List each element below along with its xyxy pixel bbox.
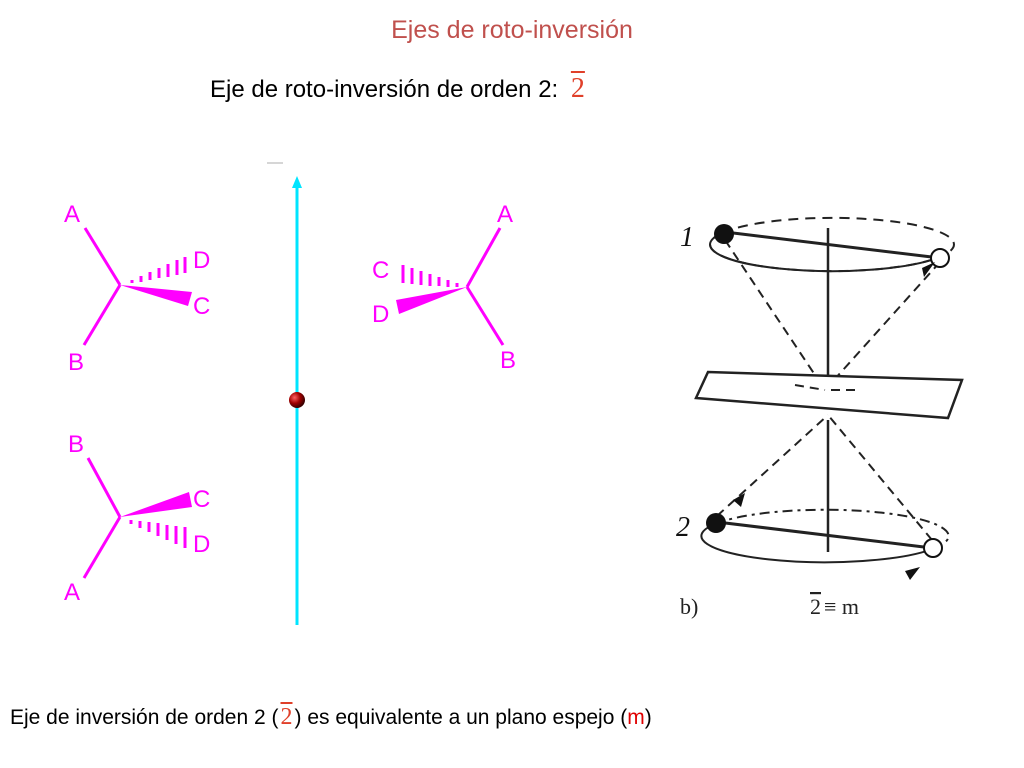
slide-title: Ejes de roto-inversión xyxy=(391,16,633,44)
equivalence-rest: ≡ m xyxy=(824,594,859,619)
label-b: B xyxy=(68,431,84,458)
molecule-bottom-left: B A C D xyxy=(64,431,210,606)
rotoinversion-symbol: 2 xyxy=(570,73,585,104)
label-d: D xyxy=(372,301,389,328)
mirror-plane-symbol: m xyxy=(627,706,645,729)
point-1-label: 1 xyxy=(680,222,694,253)
label-c: C xyxy=(193,486,210,513)
label-a: A xyxy=(64,579,80,606)
label-b: B xyxy=(68,349,84,376)
label-c: C xyxy=(193,293,210,320)
figure-b-label: b) xyxy=(680,594,698,619)
caption-after: ) xyxy=(644,706,652,729)
label-d: D xyxy=(193,247,210,274)
caption-before: Eje de inversión de orden 2 ( xyxy=(10,706,279,729)
label-b: B xyxy=(500,347,516,374)
label-c: C xyxy=(372,257,389,284)
molecule-top-right: A B C D xyxy=(372,201,516,374)
label-a: A xyxy=(64,201,80,228)
label-d: D xyxy=(193,531,210,558)
caption: Eje de inversión de orden 2 (2) es equiv… xyxy=(10,704,652,731)
caption-symbol: 2 xyxy=(280,704,293,730)
figure-b-cone xyxy=(694,216,964,564)
inversion-center xyxy=(289,392,305,408)
figure-b-points xyxy=(706,224,950,580)
subtitle-text: Eje de roto-inversión de orden 2: xyxy=(210,76,559,103)
caption-middle: ) es equivalente a un plano espejo ( xyxy=(294,706,628,729)
point-2-label: 2 xyxy=(676,512,690,543)
subtitle: Eje de roto-inversión de orden 2: 2 xyxy=(210,73,585,105)
molecule-top-left: A B C D xyxy=(64,201,210,376)
equivalence-bar: 2 xyxy=(810,594,821,619)
label-a: A xyxy=(497,201,513,228)
